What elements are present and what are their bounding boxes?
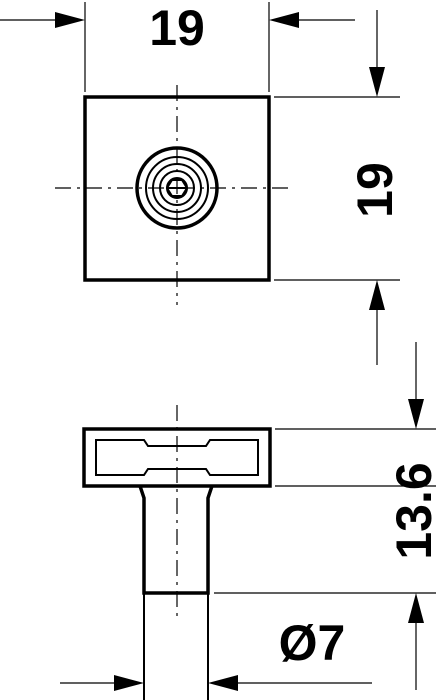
side-view: 13.6 Ø7: [60, 342, 436, 700]
top-width-label: 19: [149, 0, 205, 56]
shank-diameter-arrowhead-right: [208, 675, 238, 691]
side-view-head-inner: [95, 439, 259, 476]
side-height-arrowhead-top: [408, 399, 424, 429]
top-width-arrowhead-right: [269, 12, 299, 28]
shank-diameter-label: Ø7: [279, 615, 346, 671]
top-height-arrowhead-bottom: [369, 280, 385, 310]
side-view-shank: [138, 485, 214, 595]
top-height-label: 19: [347, 162, 403, 218]
side-height-label: 13.6: [386, 462, 436, 559]
top-height-arrowhead-top: [369, 67, 385, 97]
top-width-arrowhead-left: [55, 12, 85, 28]
side-height-arrowhead-bottom: [408, 593, 424, 623]
top-view: 19 19: [0, 0, 403, 365]
shank-diameter-arrowhead-left: [114, 675, 144, 691]
screw-head-icon: [135, 146, 219, 230]
